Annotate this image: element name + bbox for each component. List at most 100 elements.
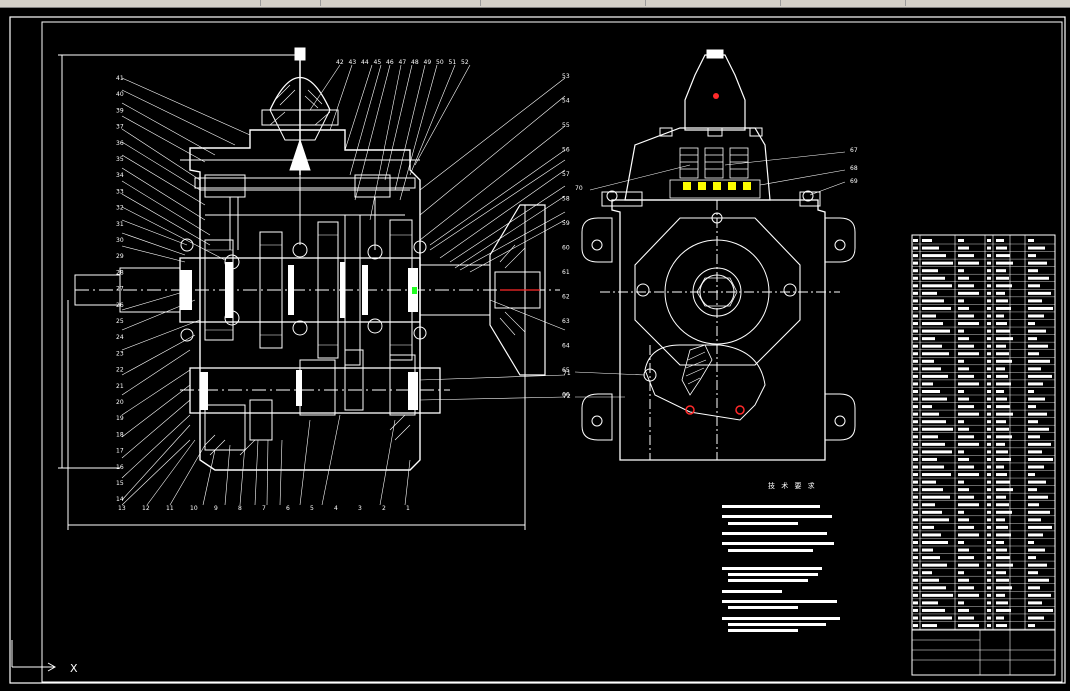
- toolbar-segment[interactable]: [262, 0, 321, 6]
- table-cell: [1028, 352, 1039, 356]
- table-cell: [1028, 359, 1050, 363]
- table-cell: [996, 586, 1012, 590]
- table-cell: [958, 269, 964, 273]
- table-cell: [922, 578, 939, 582]
- table-cell: [913, 412, 918, 416]
- parts-list-rows: [912, 239, 1055, 630]
- callout-number: 11: [166, 505, 174, 512]
- table-cell: [996, 525, 1008, 529]
- table-cell: [996, 352, 1009, 356]
- table-cell: [996, 457, 1011, 461]
- table-cell: [1028, 556, 1036, 560]
- table-cell: [987, 525, 991, 529]
- table-cell: [996, 246, 1007, 250]
- table-cell: [958, 367, 969, 371]
- callout-number: 56: [562, 147, 570, 154]
- table-cell: [987, 397, 991, 401]
- table-cell: [996, 359, 1012, 363]
- table-cell: [913, 556, 918, 560]
- callout-number: 17: [116, 448, 124, 455]
- callout-number: 30: [116, 237, 124, 244]
- table-cell: [987, 556, 991, 560]
- table-cell: [913, 254, 918, 258]
- table-cell: [922, 533, 941, 537]
- table-cell: [958, 473, 979, 477]
- callout-number: 69: [850, 178, 858, 185]
- table-cell: [922, 616, 952, 620]
- table-cell: [987, 329, 991, 333]
- table-cell: [922, 306, 951, 310]
- table-cell: [1028, 510, 1050, 514]
- table-cell: [913, 306, 918, 310]
- table-cell: [1028, 586, 1040, 590]
- callout-number: 66: [562, 392, 570, 399]
- table-cell: [996, 390, 1004, 393]
- table-cell: [922, 510, 942, 514]
- callout-number: 59: [562, 220, 570, 227]
- table-cell: [987, 457, 991, 461]
- table-cell: [987, 593, 991, 597]
- table-cell: [922, 420, 946, 424]
- table-cell: [987, 533, 991, 537]
- callout-number: 65: [562, 367, 570, 374]
- table-cell: [922, 352, 949, 356]
- table-cell: [987, 541, 991, 544]
- table-cell: [987, 412, 991, 416]
- table-cell: [922, 488, 943, 492]
- table-cell: [996, 322, 1007, 326]
- table-cell: [996, 337, 1013, 341]
- callout-number: 51: [449, 59, 457, 66]
- table-cell: [996, 314, 1004, 318]
- callout-number: 25: [116, 318, 124, 325]
- callout-number: 34: [116, 172, 124, 179]
- callout-number: 57: [562, 171, 570, 178]
- table-cell: [996, 533, 1011, 537]
- table-cell: [987, 465, 991, 469]
- table-cell: [987, 480, 991, 484]
- toolbar-segment[interactable]: [0, 0, 261, 6]
- table-cell: [913, 495, 918, 499]
- toolbar-segment[interactable]: [485, 0, 646, 6]
- table-cell: [922, 261, 953, 265]
- table-cell: [987, 374, 991, 378]
- callout-number: 19: [116, 415, 124, 422]
- toolbar-segment[interactable]: [650, 0, 781, 6]
- table-cell: [922, 344, 942, 348]
- table-cell: [958, 541, 964, 544]
- table-cell: [1028, 276, 1049, 280]
- callout-number: 50: [436, 59, 444, 66]
- callout-number: 33: [116, 188, 124, 195]
- table-cell: [987, 352, 991, 356]
- table-cell: [913, 601, 918, 605]
- callout-number: 35: [116, 156, 124, 163]
- table-cell: [1028, 541, 1034, 544]
- callout-number: 55: [562, 122, 570, 129]
- table-cell: [987, 276, 991, 280]
- table-cell: [958, 344, 974, 348]
- table-cell: [913, 405, 918, 409]
- table-cell: [922, 276, 945, 280]
- callout-number: 45: [374, 59, 382, 66]
- table-cell: [913, 586, 918, 590]
- table-cell: [958, 246, 969, 250]
- table-cell: [913, 473, 918, 477]
- table-cell: [1028, 390, 1034, 393]
- gearbox-section-view: [58, 47, 560, 530]
- table-cell: [913, 510, 918, 514]
- table-cell: [996, 412, 1013, 416]
- table-cell: [913, 518, 918, 522]
- toolbar-segment[interactable]: [330, 0, 481, 6]
- callout-number: 15: [116, 480, 124, 487]
- table-cell: [922, 525, 934, 529]
- table-cell: [958, 465, 974, 469]
- toolbar-segment[interactable]: [785, 0, 906, 6]
- table-cell: [987, 420, 991, 424]
- table-cell: [1028, 397, 1045, 401]
- table-cell: [996, 239, 1004, 242]
- table-cell: [958, 337, 969, 341]
- table-cell: [987, 390, 991, 393]
- table-cell: [958, 352, 979, 356]
- callout-number: 39: [116, 107, 124, 114]
